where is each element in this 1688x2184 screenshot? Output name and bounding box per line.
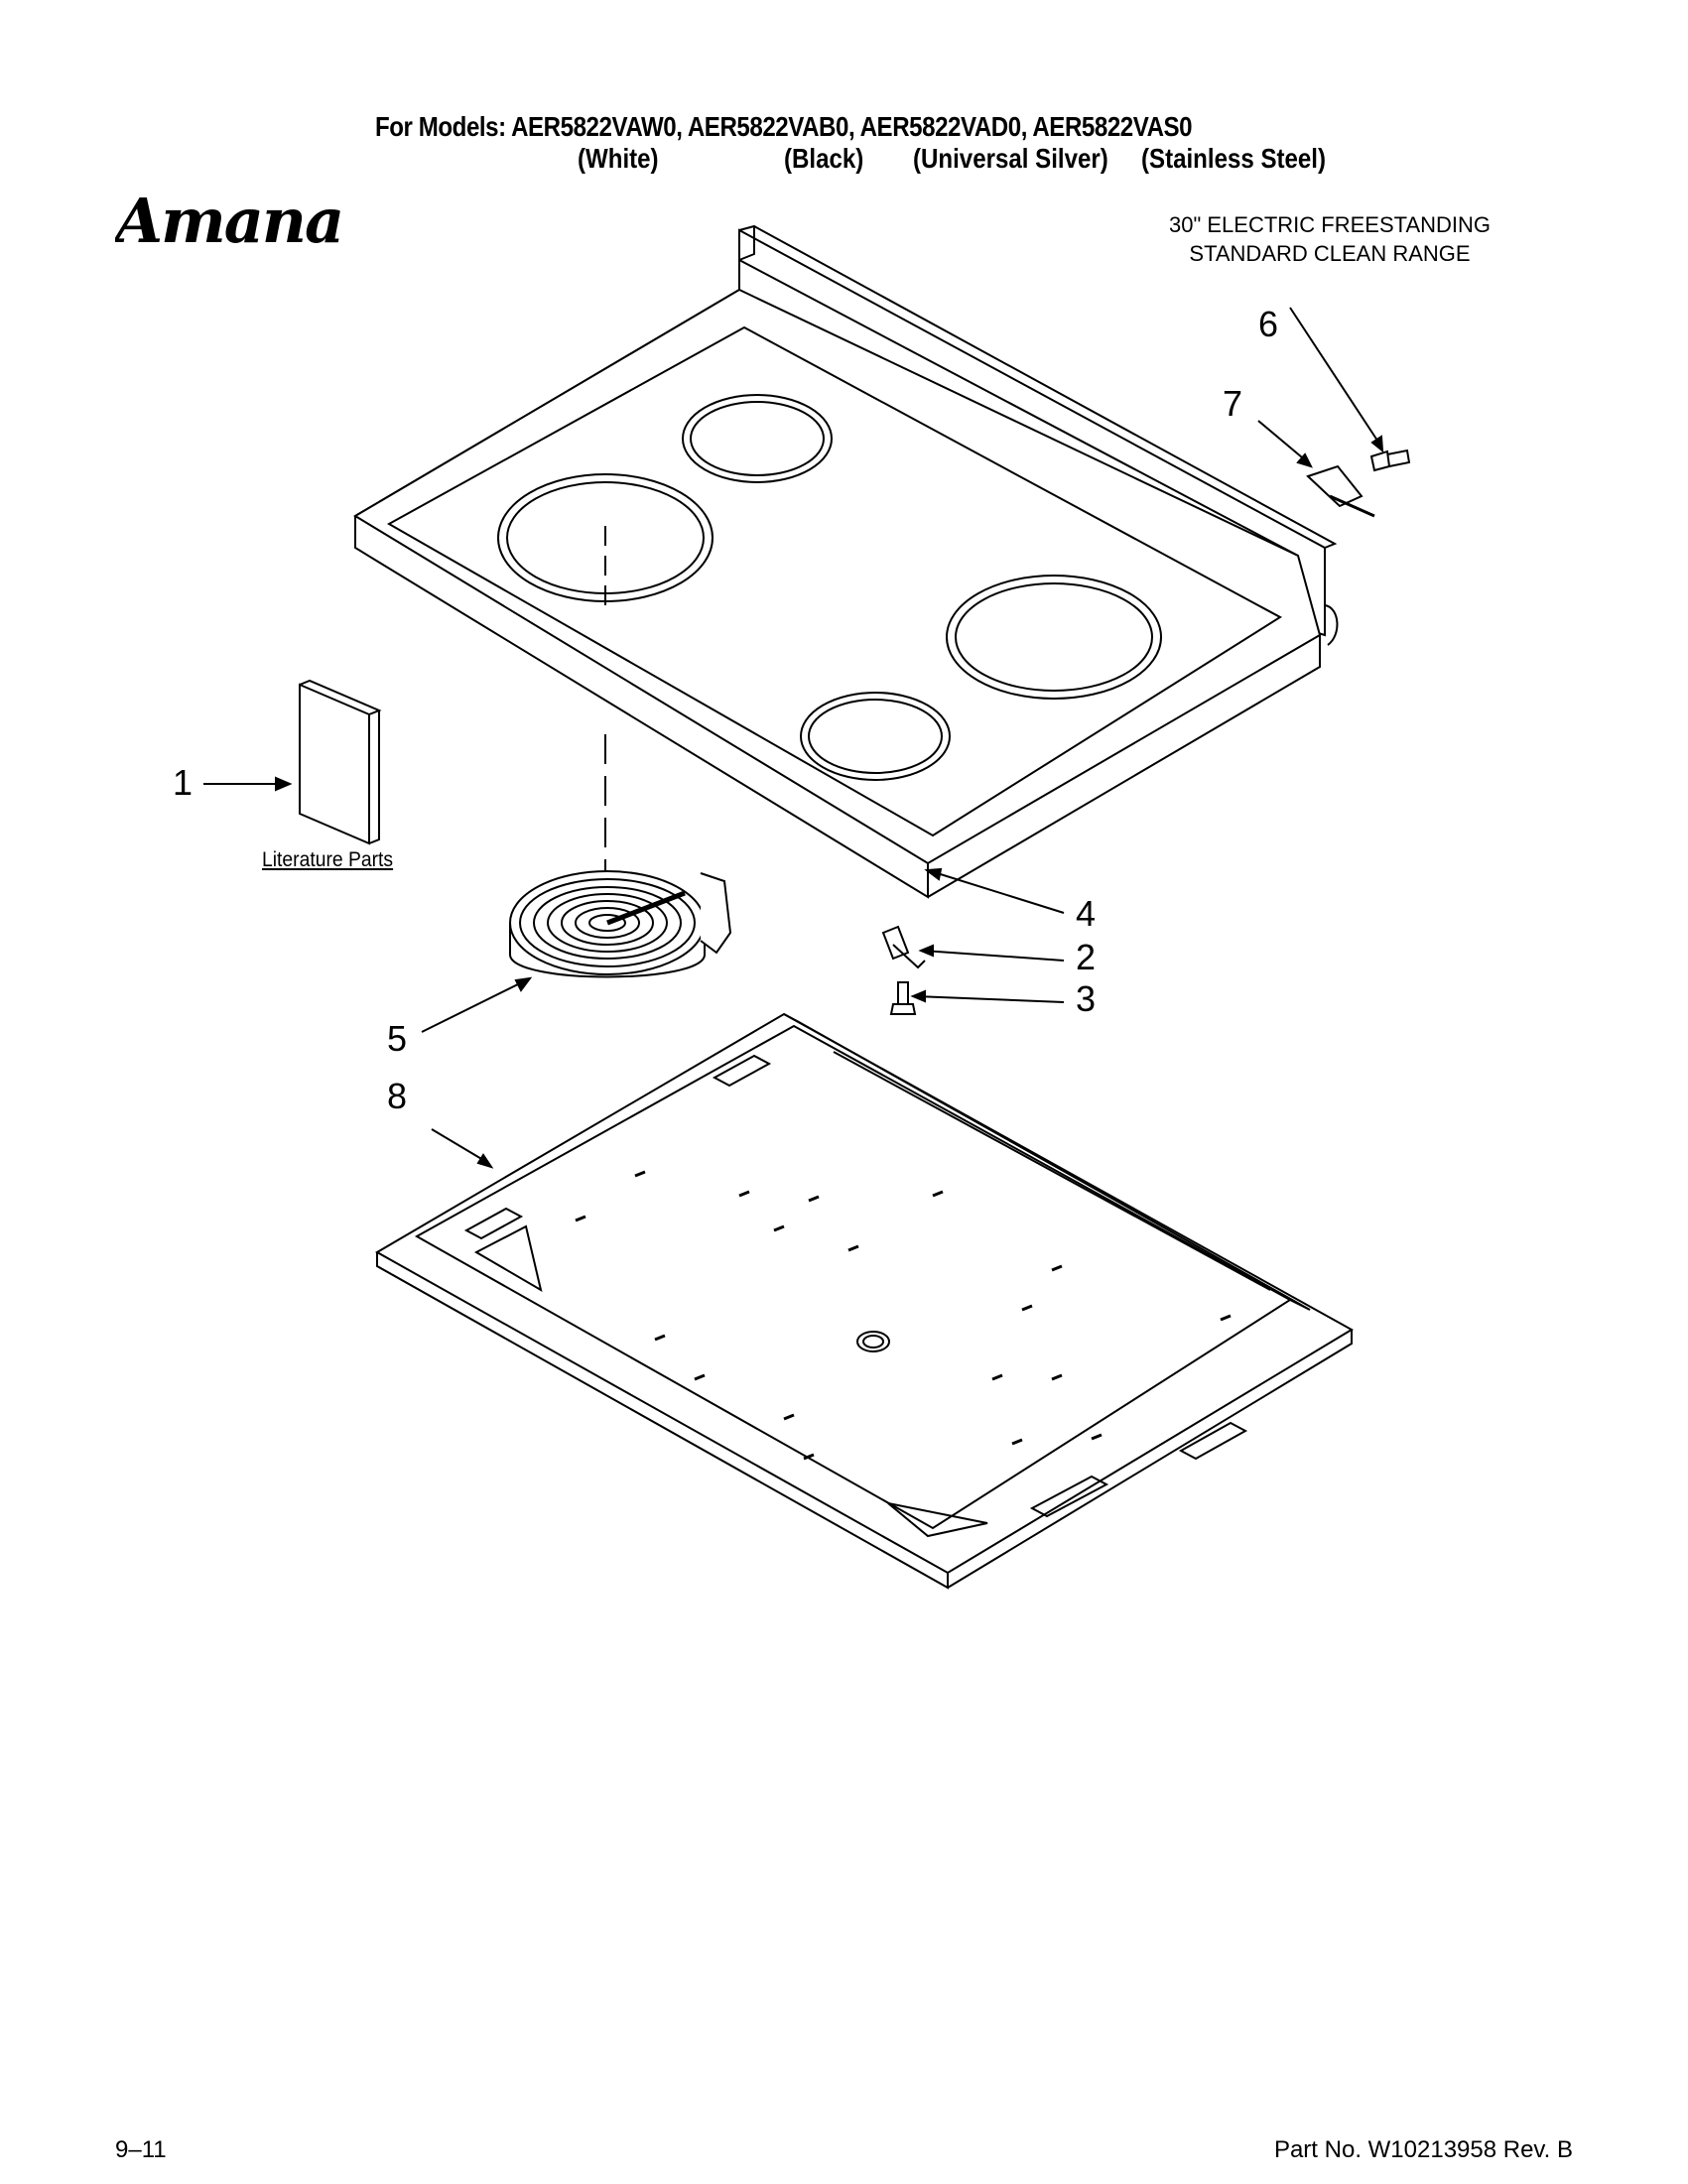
callout-2: 2 [1076,937,1097,977]
literature-parts-label: Literature Parts [262,848,394,871]
color-universal-silver: (Universal Silver) [913,143,1108,174]
burner-right-large [946,575,1162,700]
color-white: (White) [578,143,659,174]
surface-element [509,870,732,978]
callout-7: 7 [1223,383,1243,424]
callout-3: 3 [1076,978,1097,1019]
clip-and-screw [881,925,926,1015]
exploded-parts-diagram [203,224,1411,1590]
color-black: (Black) [784,143,864,174]
rear-bracket [1306,449,1411,518]
callout-6: 6 [1258,304,1279,344]
product-description: 30" ELECTRIC FREESTANDING STANDARD CLEAN… [1131,210,1528,268]
amana-logo-text: Amana [115,185,342,254]
callout-4: 4 [1076,893,1097,934]
callout-5: 5 [387,1018,408,1059]
product-line-2: STANDARD CLEAN RANGE [1189,241,1471,266]
color-stainless-steel: (Stainless Steel) [1141,143,1327,174]
leader-lines [203,307,1384,1169]
cooktop [353,224,1339,899]
callout-1: 1 [173,762,194,803]
burner-rear-left [682,394,833,483]
burner-box [374,1012,1354,1590]
literature-parts [299,679,382,845]
product-line-1: 30" ELECTRIC FREESTANDING [1168,212,1492,237]
models-title: For Models: AER5822VAW0, AER5822VAB0, AE… [375,111,1193,142]
footer-date: 9–11 [115,2136,167,2163]
footer-part-number: Part No. W10213958 Rev. B [1273,2136,1573,2163]
callout-8: 8 [387,1076,408,1116]
amana-logo: Amana [115,185,344,254]
burner-front-right [800,692,951,781]
